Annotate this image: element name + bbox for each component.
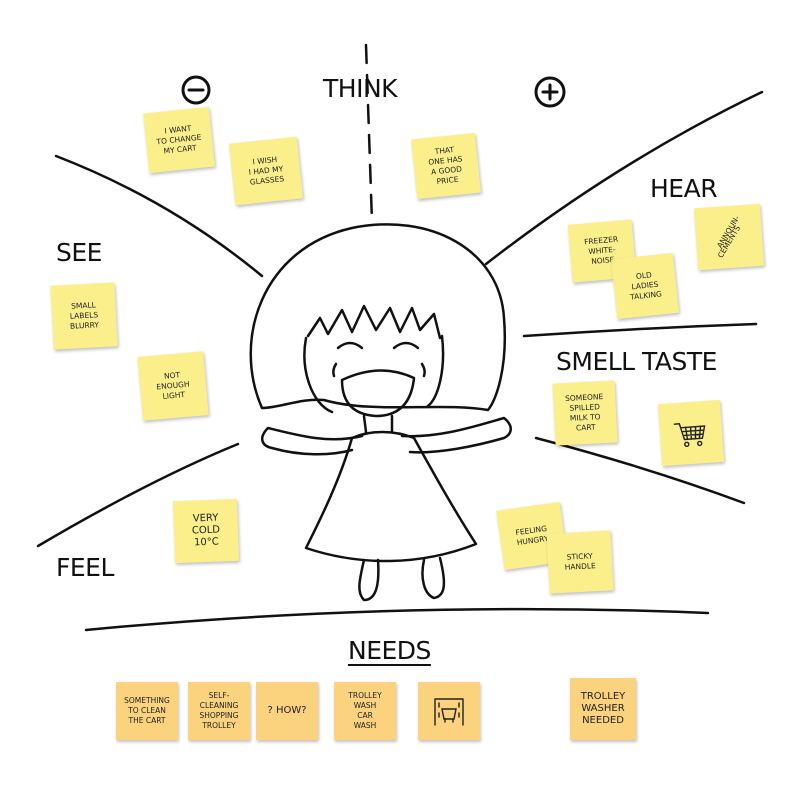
note-line: LIGHT <box>162 390 186 401</box>
note-line: WASHER <box>581 703 625 714</box>
think-divider-dashed <box>364 43 374 224</box>
note-line: TROLLEY <box>348 691 382 700</box>
note-line: CART <box>575 422 596 433</box>
character-neck <box>362 414 394 434</box>
character-dress <box>304 430 478 563</box>
note-line: GLASSES <box>249 174 285 187</box>
need-note-self-cleaning: SELF- CLEANING SHOPPING TROLLEY <box>188 682 250 740</box>
note-line: CLEANING <box>199 701 239 710</box>
character-eye-right <box>392 341 420 350</box>
character-cheek-right <box>420 362 426 378</box>
sticky-note-want-change-cart: I WANT TO CHANGE MY CART <box>143 106 215 174</box>
need-note-clean-cart: SOMETHING TO CLEAN THE CART <box>116 682 178 740</box>
divider-needs-top <box>84 607 710 632</box>
note-line: HANDLE <box>564 561 596 572</box>
note-line: TALKING <box>629 289 663 302</box>
character-bangs <box>306 304 442 340</box>
smell-taste-label: SMELL TASTE <box>556 347 717 376</box>
sticky-note-announcements: ANNOUN- CEMENTS <box>693 203 765 271</box>
note-line: SOMETHING <box>124 696 170 705</box>
need-note-trolley-wash-sketch <box>418 682 480 740</box>
need-note-trolley-wash: TROLLEY WASH CAR WASH <box>334 682 396 740</box>
note-line: TO CLEAN <box>128 706 166 715</box>
see-label: SEE <box>56 238 102 267</box>
divider-smell-top <box>522 322 758 338</box>
think-label: THINK <box>323 74 398 103</box>
minus-circle-icon <box>181 75 211 105</box>
note-line: NEEDED <box>582 715 624 726</box>
divider-hear-top <box>484 90 764 266</box>
need-note-how: ? HOW? <box>256 682 318 740</box>
divider-feel-top <box>36 442 240 548</box>
character-arm-left <box>260 426 364 456</box>
note-line: CAR <box>357 711 373 720</box>
note-line: SHOPPING <box>199 711 239 720</box>
trolley-wash-icon <box>434 698 464 726</box>
character-arm-right <box>400 416 512 454</box>
character-mouth <box>340 369 416 418</box>
character-leg-right <box>421 556 446 600</box>
plus-circle-icon <box>534 76 566 108</box>
need-note-washer-needed: TROLLEY WASHER NEEDED <box>570 678 636 740</box>
character-hair <box>249 223 506 412</box>
feel-label: FEEL <box>56 553 114 582</box>
sticky-note-very-cold: VERY COLD 10°C <box>172 498 240 564</box>
sticky-note-cart-sketch <box>657 399 725 467</box>
sticky-note-wish-glasses: I WISH I HAD MY GLASSES <box>228 136 304 206</box>
note-line: SELF- <box>208 691 230 700</box>
note-line: ? HOW? <box>267 705 307 716</box>
note-line: VERY <box>192 512 219 525</box>
note-line: BLURRY <box>69 320 100 331</box>
note-line: TROLLEY <box>202 721 236 730</box>
divider-see-top <box>54 154 264 278</box>
character-leg-left <box>358 558 380 602</box>
sticky-note-old-ladies: OLD LADIES TALKING <box>611 252 679 320</box>
note-line: WASH <box>353 701 377 710</box>
sticky-note-good-price: THAT ONE HAS A GOOD PRICE <box>411 132 481 200</box>
divider-smell-bottom <box>534 436 746 505</box>
sticky-note-spilled-milk: SOMEONE SPILLED MILK TO CART <box>552 380 618 446</box>
character-face <box>303 336 334 414</box>
sticky-note-sticky-handle: STICKY HANDLE <box>546 530 614 594</box>
character-cheek-left <box>332 362 338 378</box>
sticky-note-small-labels: SMALL LABELS BLURRY <box>50 282 118 350</box>
sticky-note-not-enough-light: NOT ENOUGH LIGHT <box>137 351 209 421</box>
character-face-right <box>426 334 445 408</box>
note-line: TROLLEY <box>580 691 626 702</box>
note-line: MY CART <box>163 143 197 156</box>
hear-label: HEAR <box>650 174 718 203</box>
note-line: THE CART <box>128 716 166 725</box>
shopping-cart-icon <box>673 423 706 448</box>
character-figure <box>249 223 512 602</box>
note-line: 10°C <box>193 536 219 549</box>
note-line: WASH <box>353 721 377 730</box>
note-line: COLD <box>191 524 221 537</box>
needs-label: NEEDS <box>348 636 431 665</box>
character-eye-left <box>336 341 364 350</box>
note-line: PRICE <box>436 174 459 187</box>
